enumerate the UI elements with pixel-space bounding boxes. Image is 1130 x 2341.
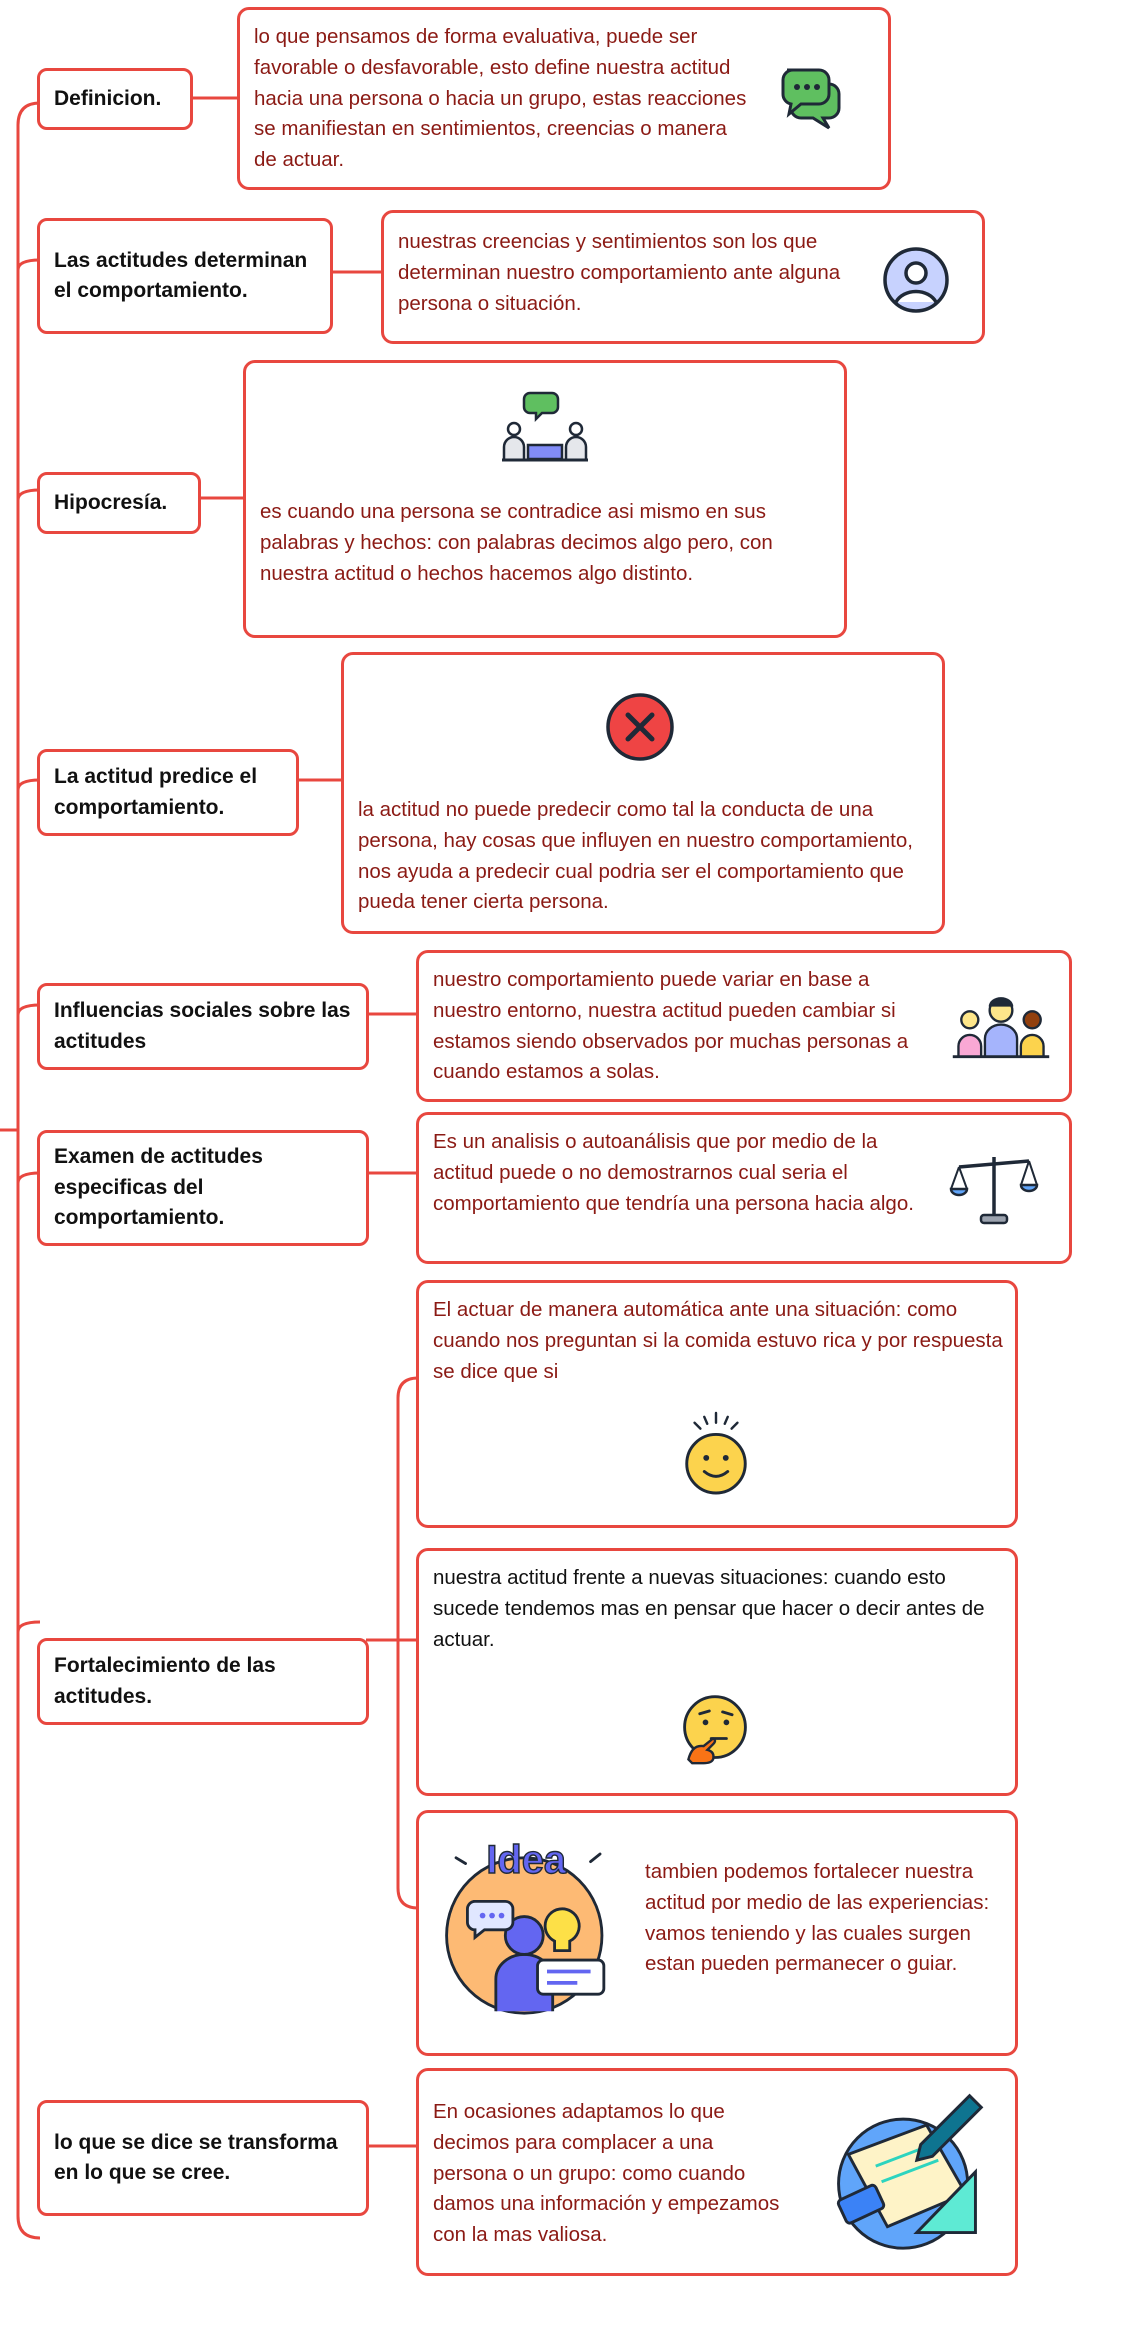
topic-hipocresia[interactable]: Hipocresía. (37, 472, 201, 534)
topic-label: Examen de actitudes especificas del comp… (54, 1145, 263, 1230)
surprised-face-icon (685, 1411, 747, 1495)
x-circle-icon (606, 693, 674, 761)
idea-badge-icon: Idea (445, 1837, 606, 2015)
idea-badge-label: Idea (486, 1838, 566, 1882)
topic-label: Hipocresía. (54, 490, 168, 514)
card-text: nuestras creencias y sentimientos son lo… (398, 230, 841, 315)
card-automatico: El actuar de manera automática ante una … (416, 1280, 1018, 1528)
study-tools-icon (836, 2093, 984, 2250)
topic-fortalecimiento[interactable]: Fortalecimiento de las actitudes. (37, 1638, 369, 1725)
card-adaptamos: En ocasiones adaptamos lo que decimos pa… (416, 2068, 1018, 2276)
topic-definicion[interactable]: Definicion. (37, 68, 193, 130)
card-text: En ocasiones adaptamos lo que decimos pa… (433, 2100, 780, 2246)
card-hipocresia: es cuando una persona se contradice asi … (243, 360, 847, 638)
card-text: El actuar de manera automática ante una … (433, 1298, 1003, 1383)
conversation-people-icon (502, 391, 588, 462)
card-text: la actitud no puede predecir como tal la… (358, 798, 913, 914)
balance-scale-icon (949, 1157, 1039, 1225)
topic-examen-actitudes[interactable]: Examen de actitudes especificas del comp… (37, 1130, 369, 1246)
fork-7 (396, 1376, 419, 1910)
speech-bubbles-icon (781, 68, 841, 130)
card-text: Es un analisis o autoanálisis que por me… (433, 1130, 914, 1215)
card-text: es cuando una persona se contradice asi … (260, 500, 773, 585)
card-text: nuestra actitud frente a nuevas situacio… (433, 1566, 985, 1651)
topic-label: Definicion. (54, 86, 162, 110)
card-influencias: nuestro comportamiento puede variar en b… (416, 950, 1072, 1102)
card-determinan: nuestras creencias y sentimientos son lo… (381, 210, 985, 344)
topic-label: lo que se dice se transforma en lo que s… (54, 2130, 338, 2184)
card-definicion: lo que pensamos de forma evaluativa, pue… (237, 7, 891, 190)
card-examen: Es un analisis o autoanálisis que por me… (416, 1112, 1072, 1264)
thinking-face-icon (683, 1695, 747, 1765)
card-experiencias: Idea tambien podemos fortalecer nuestra … (416, 1810, 1018, 2056)
card-nuevas-situaciones: nuestra actitud frente a nuevas situacio… (416, 1548, 1018, 1796)
card-text: lo que pensamos de forma evaluativa, pue… (254, 25, 747, 171)
topic-label: La actitud predice el comportamiento. (54, 765, 258, 819)
topic-lo-que-se-dice[interactable]: lo que se dice se transforma en lo que s… (37, 2100, 369, 2216)
topic-determinan-comportamiento[interactable]: Las actitudes determinan el comportamien… (37, 218, 333, 334)
topic-predice-comportamiento[interactable]: La actitud predice el comportamiento. (37, 749, 299, 836)
card-text: nuestro comportamiento puede variar en b… (433, 968, 909, 1084)
topic-label: Fortalecimiento de las actitudes. (54, 1654, 276, 1708)
card-text: tambien podemos fortalecer nuestra actit… (645, 1860, 990, 1976)
card-predice: la actitud no puede predecir como tal la… (341, 652, 945, 934)
topic-influencias-sociales[interactable]: Influencias sociales sobre las actitudes (37, 983, 369, 1070)
user-profile-icon (883, 247, 949, 313)
topic-label: Las actitudes determinan el comportamien… (54, 248, 308, 302)
topic-label: Influencias sociales sobre las actitudes (54, 999, 351, 1053)
branch-7 (16, 1620, 41, 1633)
group-people-icon (952, 997, 1050, 1059)
